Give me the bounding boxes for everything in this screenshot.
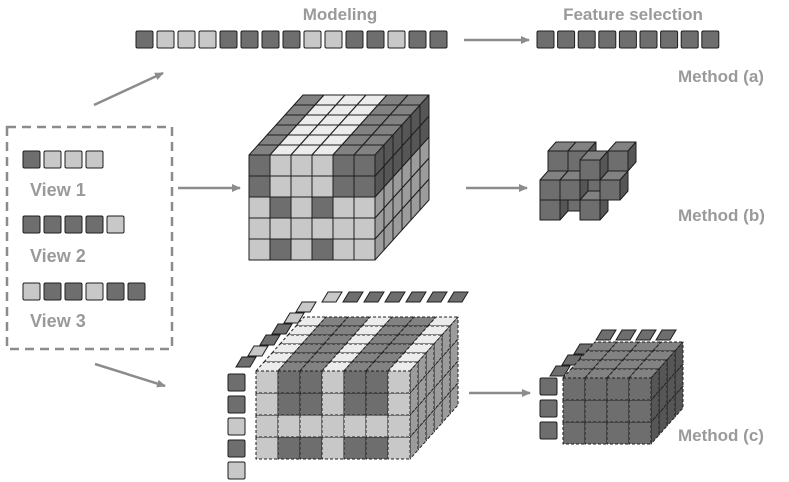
concatenated-feature-cell — [387, 30, 406, 49]
concatenated-feature-vector — [135, 30, 448, 49]
view-1-label: View 1 — [30, 180, 86, 200]
selected-feature-cell — [639, 30, 658, 49]
concatenated-feature-cell — [429, 30, 448, 49]
tensor-cube — [628, 368, 660, 401]
concatenated-feature-cell — [177, 30, 196, 49]
view-2-cell — [22, 215, 41, 234]
views-group-box — [5, 125, 174, 351]
tensor-method-c — [255, 316, 459, 460]
mode-2-weight-cell — [384, 291, 406, 303]
selected-mode-2-cell — [615, 329, 637, 341]
view-3-cell — [85, 282, 104, 301]
view-3-cell — [106, 282, 125, 301]
selected-subtensor-c — [562, 341, 684, 445]
view-1-cell — [22, 150, 41, 169]
arrow-to-method-a — [93, 71, 164, 107]
tensor-cube — [353, 144, 385, 177]
concatenated-feature-cell — [324, 30, 343, 49]
view-1-cell — [64, 150, 83, 169]
concatenated-feature-cell — [303, 30, 322, 49]
view-1-cell — [43, 150, 62, 169]
tensor-cube — [599, 170, 629, 201]
mode-2-weight-cell — [405, 291, 427, 303]
view-3-label: View 3 — [30, 311, 86, 331]
mode-2-weight-cell — [363, 291, 385, 303]
mode-1-weight-cell — [227, 461, 246, 480]
view-3-cell — [64, 282, 83, 301]
view-3-cell — [127, 282, 146, 301]
feature-selection-heading: Feature selection — [563, 5, 703, 24]
concatenated-feature-cell — [240, 30, 259, 49]
view-3-cell — [22, 282, 41, 301]
tensor-cube — [607, 141, 637, 172]
selected-feature-cell — [660, 30, 679, 49]
mode-3-weight-cell — [235, 356, 257, 368]
selected-feature-vector — [536, 30, 720, 49]
concatenated-feature-cell — [219, 30, 238, 49]
selected-feature-cell — [536, 30, 555, 49]
view-2-cell — [106, 215, 125, 234]
concatenated-feature-cell — [261, 30, 280, 49]
view-3-feature-bar — [22, 282, 146, 301]
mode-2-weight-cell — [447, 291, 469, 303]
selected-mode-2-cell — [635, 329, 657, 341]
tensor-method-b — [248, 94, 430, 261]
selected-mode-2-cell — [655, 329, 677, 341]
mode-1-weight-cell — [227, 439, 246, 458]
selected-mode-1-cell — [539, 399, 558, 418]
method-c-label: Method (c) — [678, 426, 764, 445]
mode-3-weight-cell — [271, 323, 293, 335]
mode-3-weight-cell — [247, 345, 269, 357]
tensor-cube — [387, 361, 419, 394]
concatenated-feature-cell — [366, 30, 385, 49]
concatenated-feature-cell — [156, 30, 175, 49]
concatenated-feature-cell — [135, 30, 154, 49]
view-1-cell — [85, 150, 104, 169]
arrow-to-method-c — [94, 362, 166, 388]
method-a-label: Method (a) — [678, 67, 764, 86]
selected-feature-cell — [701, 30, 720, 49]
selected-mode-2-cell — [595, 329, 617, 341]
mode-weight-vectors-c — [227, 291, 469, 480]
view-1-feature-bar — [22, 150, 104, 169]
concatenated-feature-cell — [345, 30, 364, 49]
selected-feature-cell — [557, 30, 576, 49]
mode-2-weight-cell — [426, 291, 448, 303]
tensor-cube — [579, 150, 609, 181]
selected-mode-3-cell — [549, 365, 571, 377]
selected-feature-cell — [598, 30, 617, 49]
mode-3-weight-cell — [283, 312, 305, 324]
selected-feature-cell — [618, 30, 637, 49]
concatenated-feature-cell — [282, 30, 301, 49]
modeling-heading: Modeling — [303, 5, 378, 24]
mode-1-weight-cell — [227, 373, 246, 392]
selected-feature-cell — [577, 30, 596, 49]
view-2-cell — [43, 215, 62, 234]
concatenated-feature-cell — [408, 30, 427, 49]
view-2-feature-bar — [22, 215, 125, 234]
mode-2-weight-cell — [321, 291, 343, 303]
view-2-cell — [85, 215, 104, 234]
selected-feature-cell — [680, 30, 699, 49]
view-2-label: View 2 — [30, 246, 86, 266]
tensor-cube — [628, 412, 660, 445]
method-b-label: Method (b) — [678, 206, 765, 225]
mode-2-weight-cell — [342, 291, 364, 303]
mode-1-weight-cell — [227, 417, 246, 436]
mode-1-weight-cell — [227, 395, 246, 414]
sparse-selected-tensor-b — [539, 141, 637, 221]
selected-mode-1-cell — [539, 421, 558, 440]
mode-3-weight-cell — [295, 301, 317, 313]
concatenated-feature-cell — [198, 30, 217, 49]
selected-mode-1-cell — [539, 377, 558, 396]
view-2-cell — [64, 215, 83, 234]
view-3-cell — [43, 282, 62, 301]
mode-3-weight-cell — [259, 334, 281, 346]
